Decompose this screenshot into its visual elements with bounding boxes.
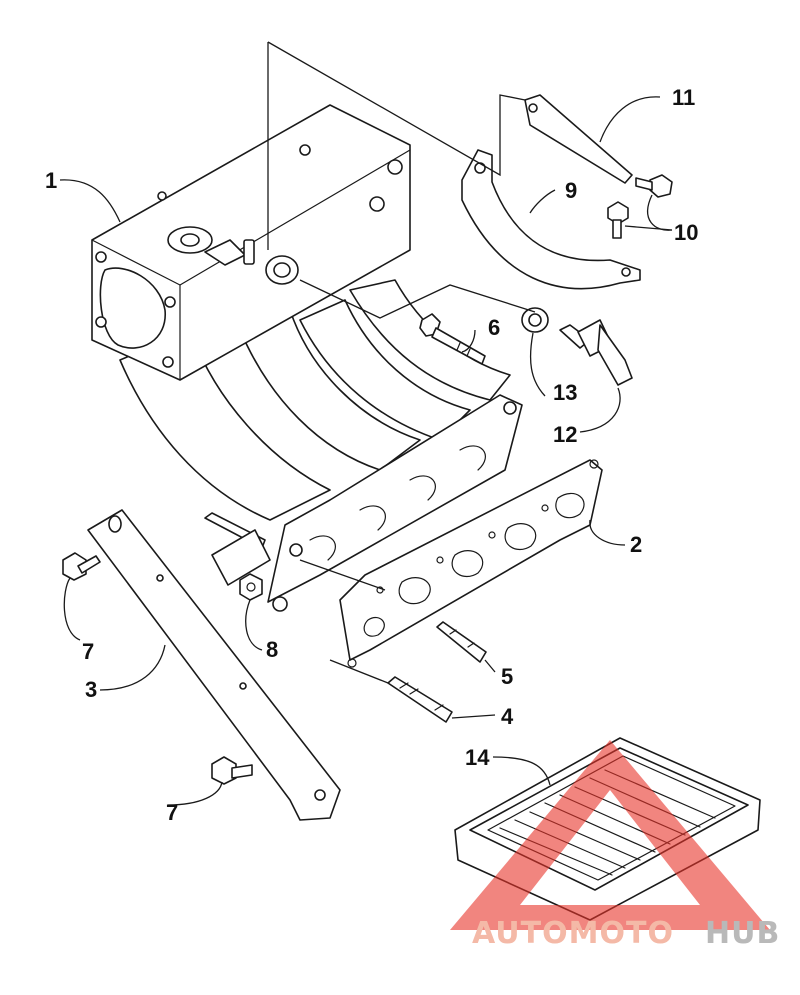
bolt <box>419 313 486 365</box>
callout-14: 14 <box>465 745 490 770</box>
callout-7-lower: 7 <box>166 800 178 825</box>
manifold-flange <box>267 394 523 612</box>
callout-7-upper: 7 <box>82 639 94 664</box>
hose-fitting <box>204 512 271 586</box>
bracket-bolt-a <box>635 174 673 198</box>
flange-bolt-lower <box>211 756 253 785</box>
callout-11: 11 <box>672 85 695 110</box>
callout-2: 2 <box>630 532 642 557</box>
leader-lines <box>59 41 673 806</box>
nut <box>239 573 263 601</box>
intake-manifold <box>91 104 511 521</box>
watermark-logo <box>450 740 770 930</box>
manifold-gasket <box>339 459 603 668</box>
callout-4: 4 <box>501 704 514 729</box>
watermark-text-secondary: HUB <box>705 916 780 951</box>
stud-short <box>436 621 487 663</box>
stud-long <box>387 676 453 723</box>
callout-13: 13 <box>553 380 577 405</box>
callout-3: 3 <box>85 677 97 702</box>
callout-1: 1 <box>45 168 57 193</box>
temperature-sensor <box>559 319 633 386</box>
sealing-washer <box>521 307 549 333</box>
callout-8: 8 <box>266 637 278 662</box>
callout-12: 12 <box>553 422 577 447</box>
callout-5: 5 <box>501 664 513 689</box>
support-bracket <box>87 509 341 821</box>
callout-10: 10 <box>674 220 698 245</box>
bracket-strap <box>524 94 633 184</box>
bracket-bolt-b <box>607 201 629 239</box>
flange-bolt-upper <box>62 552 101 581</box>
callout-labels: 1 2 3 4 5 6 7 7 8 9 10 11 12 13 14 <box>45 85 698 825</box>
callout-6: 6 <box>488 315 500 340</box>
watermark-text-primary: AUTOMOTO <box>472 916 674 951</box>
callout-9: 9 <box>565 178 577 203</box>
watermark-triangle <box>450 740 770 930</box>
